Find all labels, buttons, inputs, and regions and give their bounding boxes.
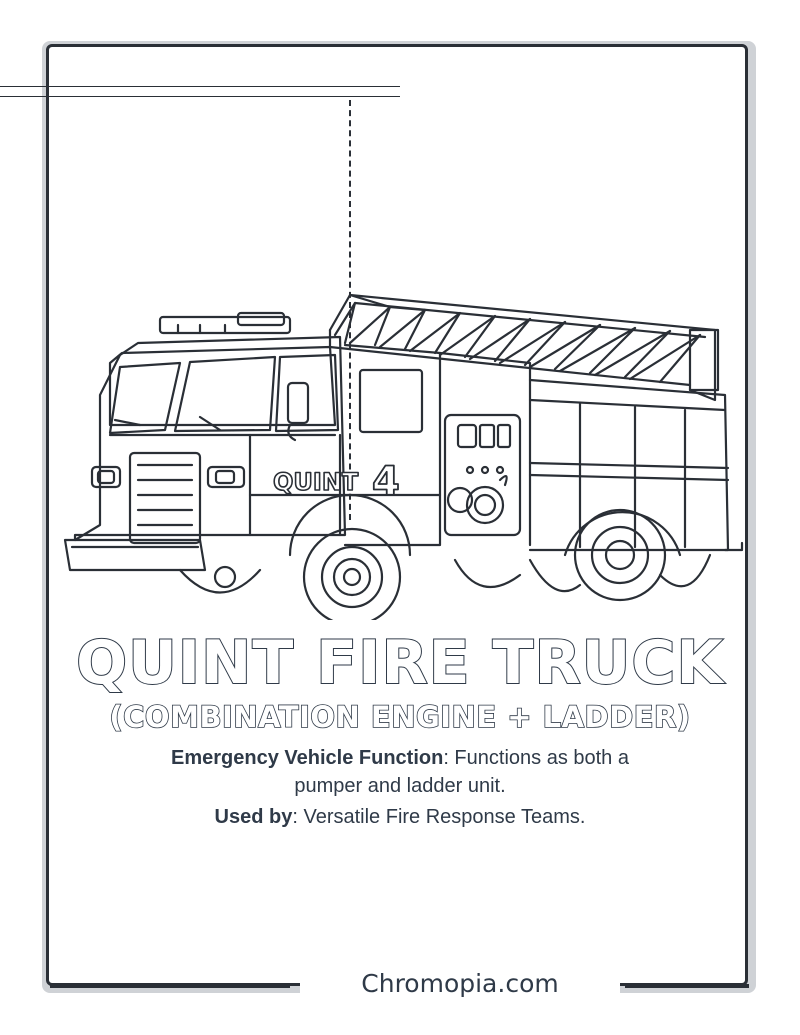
function-label: Emergency Vehicle Function <box>171 747 444 769</box>
rear-compartments-illustration <box>528 378 744 552</box>
used-by-description: Used by: Versatile Fire Response Teams. <box>0 803 800 831</box>
page-frame <box>46 44 748 986</box>
guide-line-top <box>0 86 400 87</box>
brand-footer: Chromopia.com <box>300 969 620 998</box>
guide-line-second <box>0 96 400 97</box>
truck-unit-number: 4 <box>372 459 400 505</box>
function-text-line1: : Functions as both a <box>443 747 629 769</box>
function-description-line1: Emergency Vehicle Function: Functions as… <box>0 744 800 772</box>
light-bar-illustration <box>158 311 292 335</box>
front-wheel-illustration <box>178 493 412 620</box>
function-description-line2: pumper and ladder unit. <box>294 775 506 797</box>
footer-line-right <box>625 984 749 988</box>
truck-unit-label: QUINT <box>273 468 359 496</box>
used-by-text: : Versatile Fire Response Teams. <box>292 806 586 828</box>
cab-illustration <box>63 335 442 572</box>
used-by-label: Used by <box>214 806 293 828</box>
pump-panel-illustration <box>343 343 532 547</box>
footer-line-left <box>50 984 290 988</box>
rear-wheel-illustration <box>453 508 712 602</box>
fire-truck-illustration: QUINT 4 <box>63 293 744 620</box>
ladder-illustration <box>328 293 720 402</box>
page-subtitle: (COMBINATION ENGINE + LADDER) <box>109 699 691 735</box>
page-title: QUINT FIRE TRUCK <box>75 627 724 699</box>
guide-dash-left <box>47 96 49 516</box>
